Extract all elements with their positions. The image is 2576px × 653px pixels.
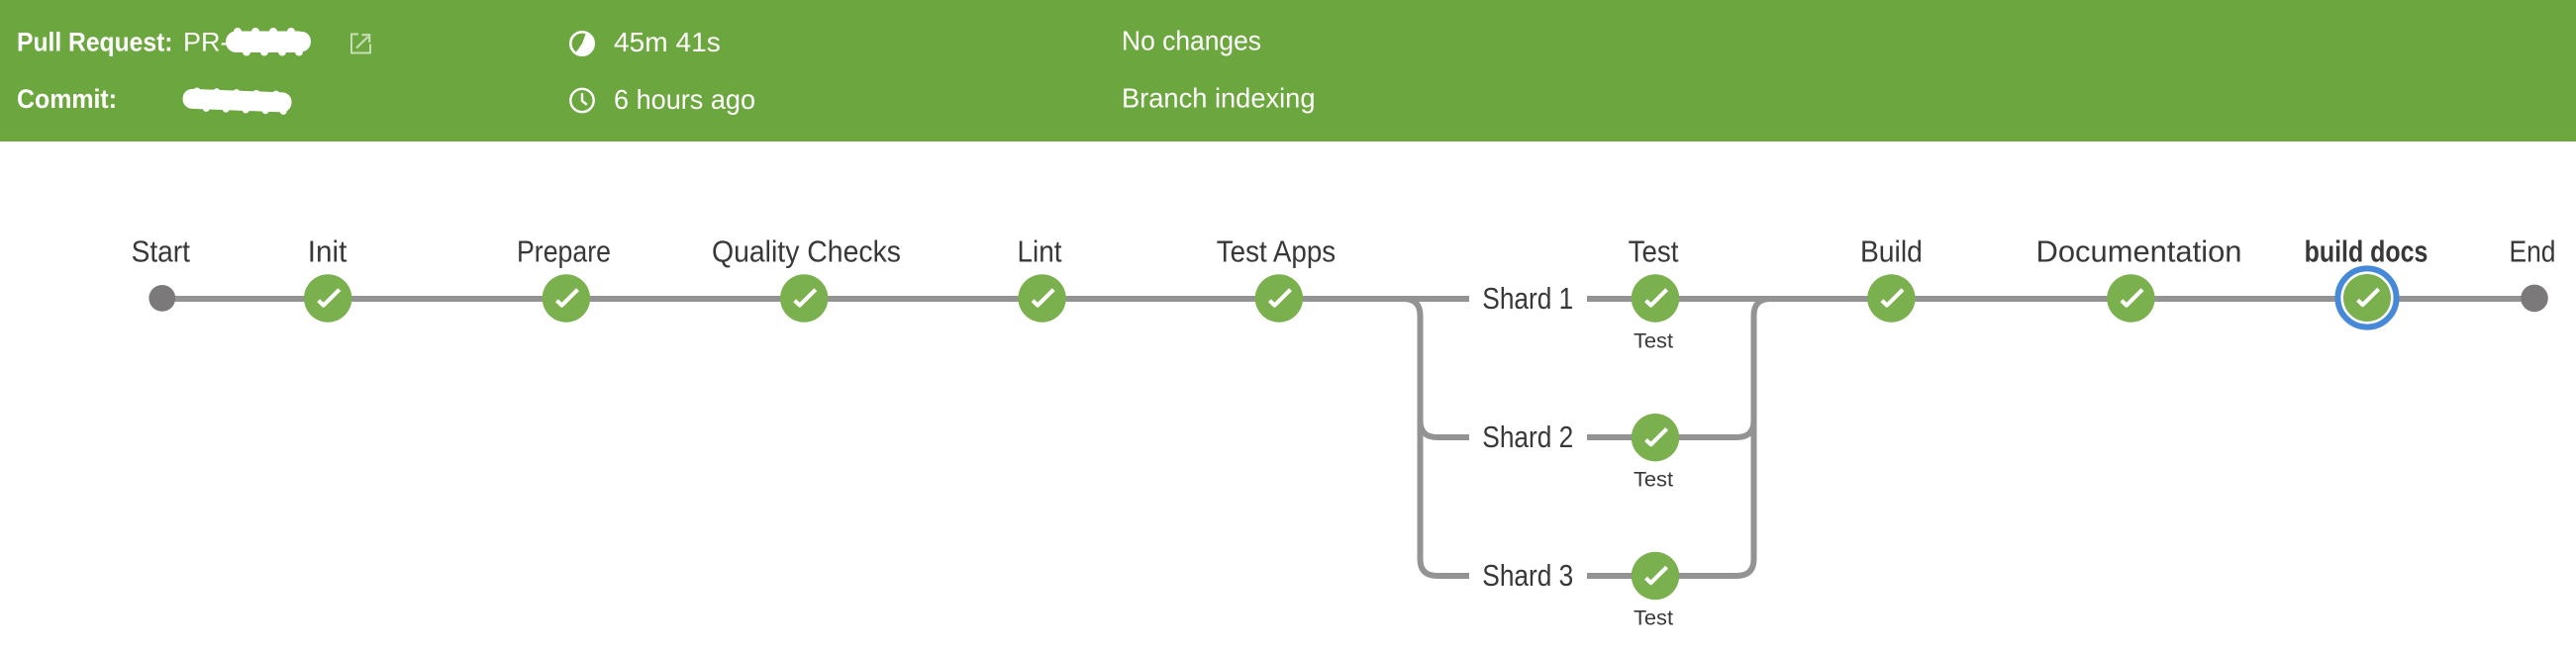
svg-text:6 hours ago: 6 hours ago [614, 84, 755, 115]
svg-text:Start: Start [132, 233, 191, 268]
svg-text:Pull Request:: Pull Request: [17, 28, 173, 57]
svg-text:Shard 1: Shard 1 [1482, 281, 1573, 316]
svg-text:End: End [2510, 233, 2556, 268]
svg-text:Test: Test [1629, 233, 1679, 268]
svg-text:Test: Test [1634, 469, 1673, 492]
svg-text:PR-: PR- [183, 28, 230, 57]
svg-text:Prepare: Prepare [517, 233, 611, 268]
svg-text:Commit:: Commit: [17, 84, 117, 114]
svg-text:Lint: Lint [1018, 233, 1062, 268]
svg-text:Test: Test [1634, 607, 1673, 630]
svg-text:Init: Init [308, 233, 347, 268]
svg-text:Shard 2: Shard 2 [1482, 420, 1573, 454]
svg-text:Test: Test [1634, 330, 1673, 353]
svg-text:Test Apps: Test Apps [1217, 233, 1336, 268]
svg-text:45m 41s: 45m 41s [614, 27, 721, 57]
svg-text:Build: Build [1860, 233, 1923, 268]
svg-text:Shard 3: Shard 3 [1482, 558, 1573, 593]
svg-text:Branch indexing: Branch indexing [1122, 83, 1316, 114]
svg-text:build docs: build docs [2305, 233, 2428, 268]
svg-text:No changes: No changes [1122, 26, 1261, 56]
svg-text:Documentation: Documentation [2036, 233, 2242, 268]
svg-text:Quality Checks: Quality Checks [712, 233, 901, 268]
